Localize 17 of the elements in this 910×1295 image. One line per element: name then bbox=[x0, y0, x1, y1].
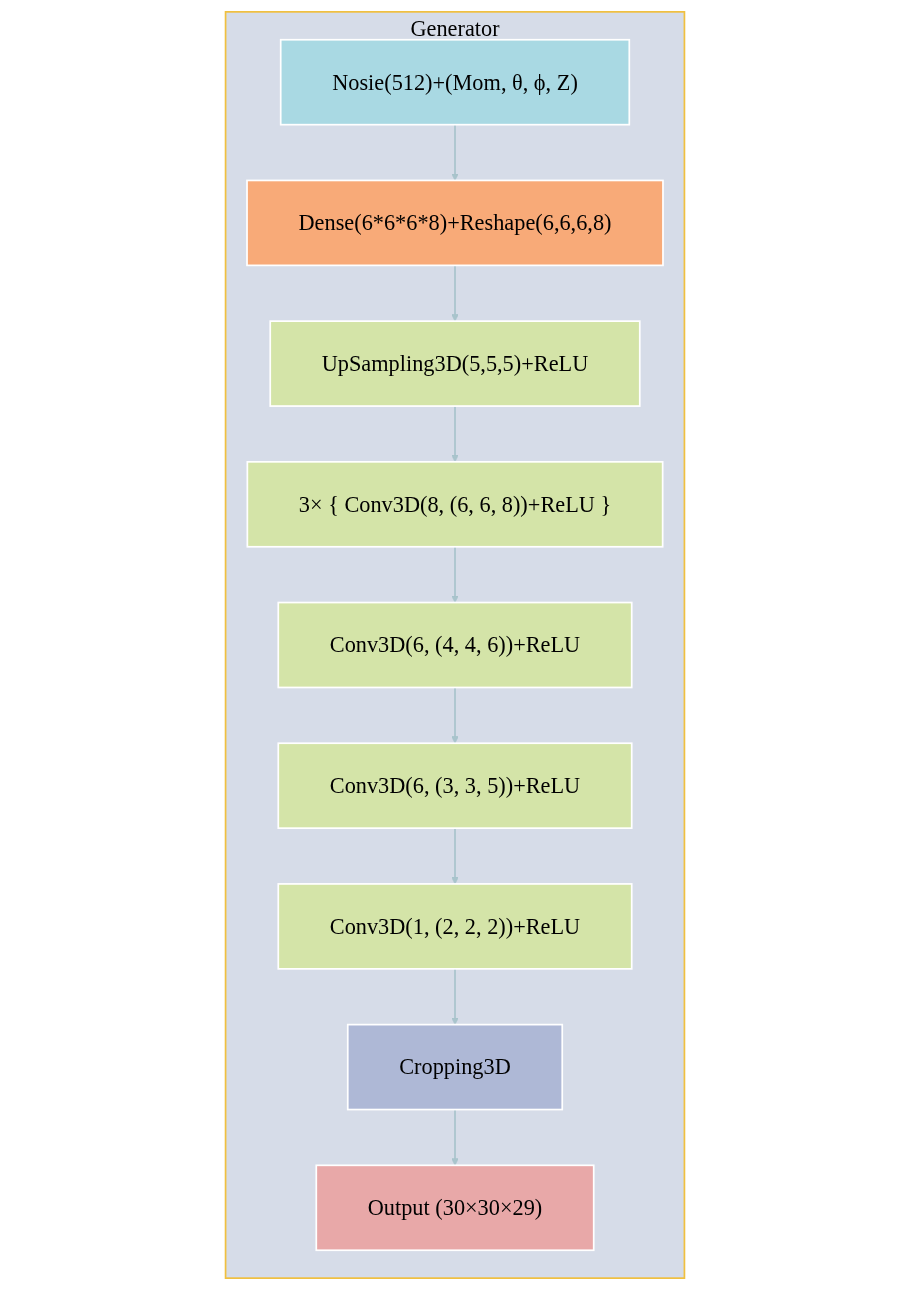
arrow bbox=[451, 1108, 459, 1166]
node-box: 3× { Conv3D(8, (6, 6, 8))+ReLU } bbox=[246, 460, 664, 548]
arrow bbox=[451, 264, 459, 322]
node-box: Nosie(512)+(Mom, θ, ϕ, Z) bbox=[279, 38, 631, 126]
node-box: Dense(6*6*6*8)+Reshape(6,6,6,8) bbox=[246, 179, 664, 267]
node-box: Conv3D(1, (2, 2, 2))+ReLU bbox=[277, 883, 633, 970]
node-box: Output (30×30×29) bbox=[315, 1164, 595, 1252]
arrow bbox=[451, 123, 459, 181]
node-box: Conv3D(6, (4, 4, 6))+ReLU bbox=[277, 601, 633, 689]
arrow bbox=[451, 686, 459, 744]
node-box: Conv3D(6, (3, 3, 5))+ReLU bbox=[277, 742, 633, 829]
arrow bbox=[451, 405, 459, 463]
node-box: UpSampling3D(5,5,5)+ReLU bbox=[269, 320, 641, 407]
arrow bbox=[451, 545, 459, 603]
node-box: Cropping3D bbox=[346, 1023, 564, 1111]
arrow bbox=[451, 968, 459, 1025]
arrow bbox=[451, 827, 459, 885]
